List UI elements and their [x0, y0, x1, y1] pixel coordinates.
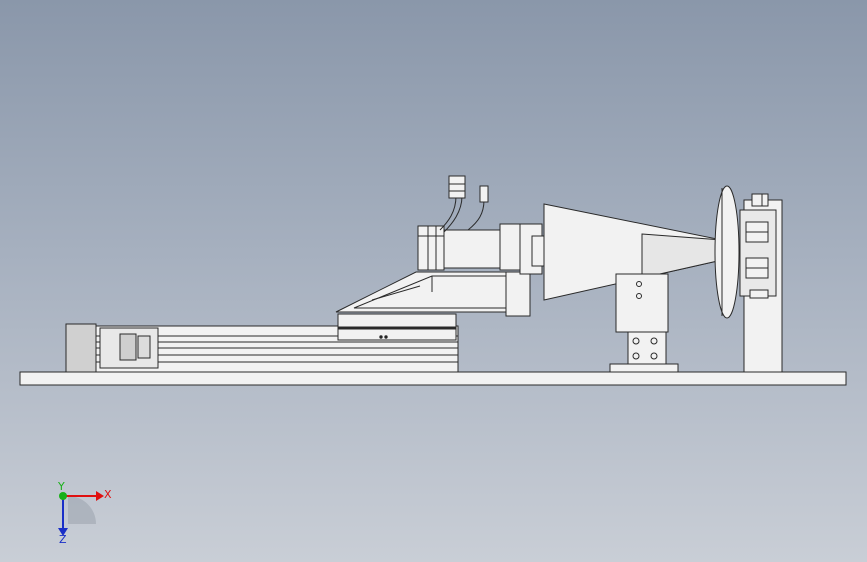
y-axis-label: Y — [57, 480, 65, 493]
x-axis-arrow — [96, 491, 104, 501]
servo-motor — [417, 223, 547, 275]
motor-cables — [439, 175, 489, 233]
coordinate-triad: X Y Z — [57, 480, 112, 546]
rail-end-cap — [65, 323, 97, 373]
support-post — [609, 273, 679, 373]
x-axis-label: X — [104, 488, 112, 501]
linear-rail-module — [65, 313, 459, 373]
angled-bracket — [335, 271, 531, 317]
base-plate — [19, 371, 847, 386]
disc-column-assembly — [714, 185, 783, 373]
conical-horn — [543, 203, 723, 301]
z-axis-arrow — [58, 528, 68, 536]
disc — [714, 185, 740, 319]
y-axis-dot — [59, 492, 67, 500]
z-axis-label: Z — [59, 533, 67, 546]
